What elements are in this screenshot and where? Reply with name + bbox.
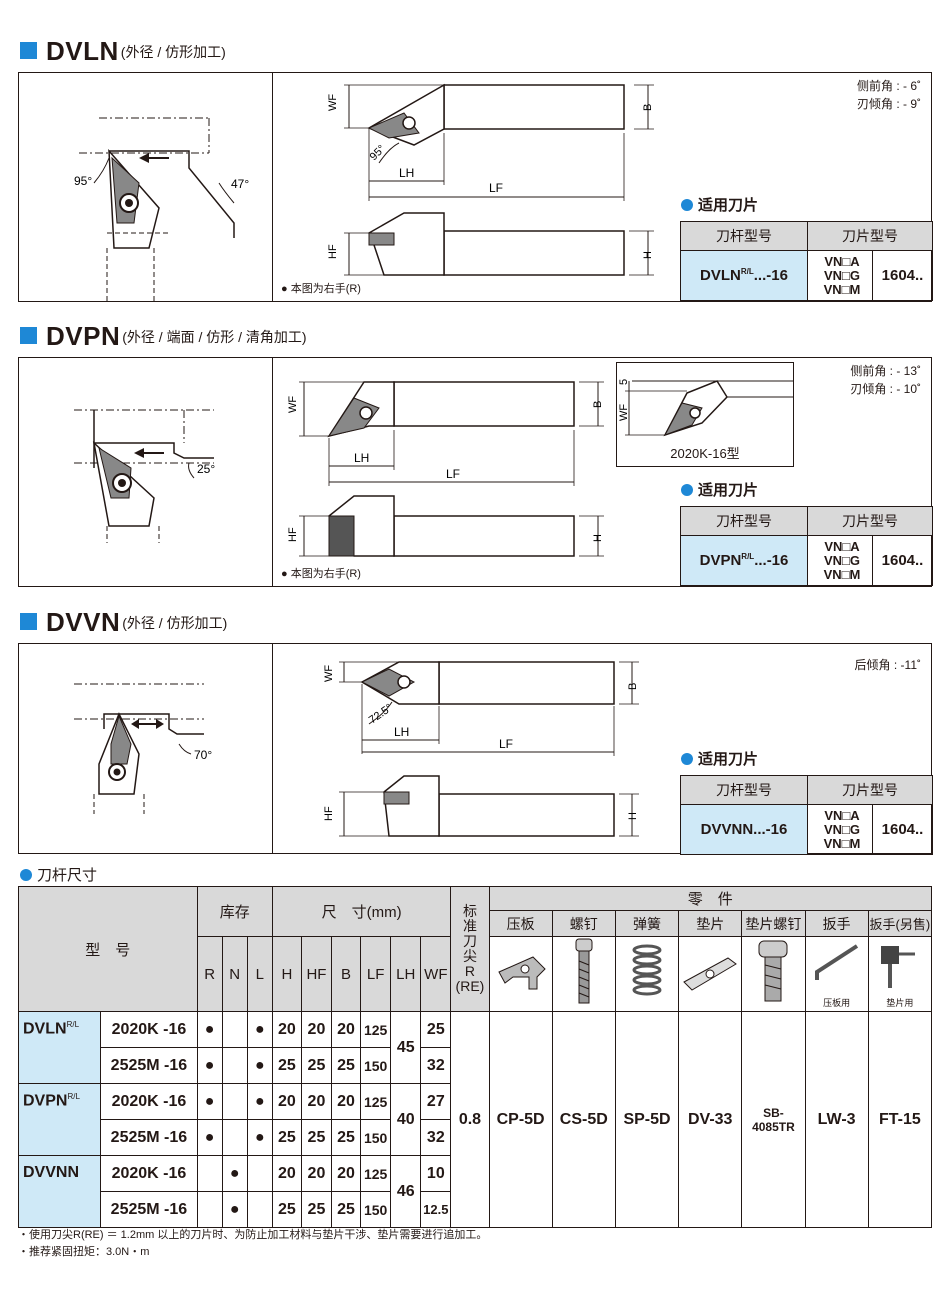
footnote-1: ・使用刀尖R(RE) ＝ 1.2mm 以上的刀片时、为防止加工材料与垫片干涉、垫… [18, 1229, 488, 1241]
holder-name: DVLNR/L...-16 [680, 250, 808, 301]
blue-square-icon [20, 327, 37, 344]
dvln-machining-diagram: 95° 47° [74, 117, 249, 301]
svg-text:B: B [592, 401, 604, 408]
svg-text:LH: LH [394, 725, 409, 739]
blue-dot-icon [681, 198, 693, 211]
dvln-panel: 95° 47° WF B 95° LH LF HF [18, 72, 933, 302]
svg-text:LH: LH [354, 451, 369, 465]
svg-text:H: H [592, 534, 604, 542]
table-row: DVPNR/L 2020K -16 ● ● 20 20 20 125 40 27 [17, 1083, 932, 1156]
svg-text:HF: HF [287, 527, 299, 542]
blue-square-icon [20, 613, 37, 630]
table-row: 2525M -16 ● ● 25 25 25 150 32 [19, 1047, 932, 1084]
angle-note: 侧前角 : - 13˚ 刃倾角 : - 10˚ [850, 364, 921, 396]
svg-text:5: 5 [618, 379, 630, 385]
table-row: DVVNN 2020K -16 ● 20 20 20 125 46 10 [17, 1155, 932, 1228]
section-title-dvln: DVLN (外径 / 仿形加工) [20, 38, 226, 64]
dvpn-panel: 25° WF B LH LF HF H [18, 357, 933, 587]
screw-icon [551, 936, 616, 1012]
dvln-dimension-drawing: WF B 95° LH LF HF H [327, 83, 654, 276]
holder-name: DVPNR/L...-16 [680, 535, 808, 586]
svg-text:H: H [627, 812, 639, 820]
angle-95-label: 95° [74, 174, 92, 188]
svg-text:25°: 25° [197, 462, 215, 476]
svg-text:B: B [642, 104, 654, 111]
shim-icon [678, 936, 743, 1012]
table-title: 刀杆尺寸 [20, 864, 97, 885]
svg-text:H: H [642, 251, 654, 259]
right-hand-note: ● 本图为右手(R) [281, 568, 361, 580]
svg-text:WF: WF [287, 396, 299, 413]
dvpn-dimension-drawing: WF B LH LF HF H [287, 381, 604, 557]
holder-name: DVVNN...-16 [680, 804, 808, 855]
footnote-2: ・推荐紧固扭矩：3.0N・m [18, 1246, 150, 1258]
blue-dot-icon [20, 868, 32, 881]
clamp-icon [488, 936, 553, 1012]
blue-square-icon [20, 42, 37, 59]
svg-text:WF: WF [327, 94, 339, 111]
angle-47-label: 47° [231, 177, 249, 191]
svg-text:LH: LH [399, 166, 414, 180]
svg-text:HF: HF [323, 806, 335, 821]
shim-screw-icon [741, 936, 806, 1012]
table-row: 2525M -16 ● 25 25 25 150 12.5 [19, 1191, 932, 1228]
section-title-dvpn: DVPN (外径 / 端面 / 仿形 / 清角加工) [20, 323, 307, 349]
table-row: 2525M -16 ● ● 25 25 25 150 32 [19, 1119, 932, 1156]
angle-note: 后倾角 : -11˚ [854, 658, 921, 672]
wrench-icon: 压板用 [804, 936, 869, 1012]
blue-dot-icon [681, 483, 693, 496]
dvvn-panel: 70° WF B 72.5° LH LF HF H 后倾角 : [18, 643, 933, 855]
dvpn-machining-diagram: 25° [74, 409, 215, 543]
angle-note: 侧前角 : - 6˚ 刃倾角 : - 9˚ [856, 79, 921, 111]
dvvn-machining-diagram: 70° [74, 683, 212, 814]
spring-icon [614, 936, 680, 1012]
svg-text:72.5°: 72.5° [367, 702, 395, 727]
svg-text:B: B [627, 683, 639, 690]
svg-text:LF: LF [489, 181, 503, 195]
table-row: DVLNR/L 2020K -16 ● ● 20 20 20 125 45 25… [17, 1011, 933, 1228]
svg-text:WF: WF [618, 404, 630, 421]
right-hand-note: ● 本图为右手(R) [281, 283, 361, 295]
torx-wrench-icon: 垫片用 [867, 936, 933, 1012]
svg-text:95°: 95° [368, 143, 388, 163]
svg-text:LF: LF [446, 467, 460, 481]
dvvn-dimension-drawing: WF B 72.5° LH LF HF H [323, 661, 639, 837]
svg-text:70°: 70° [194, 748, 212, 762]
insert-title: 适用刀片 [681, 748, 758, 769]
inset-2020k: 5 WF 2020K-16型 [616, 362, 794, 467]
svg-text:WF: WF [323, 665, 335, 682]
section-title-dvvn: DVVN (外径 / 仿形加工) [20, 609, 227, 635]
svg-text:LF: LF [499, 737, 513, 751]
insert-title: 适用刀片 [681, 479, 758, 500]
svg-text:HF: HF [327, 244, 339, 259]
insert-title: 适用刀片 [681, 194, 758, 215]
blue-dot-icon [681, 752, 693, 765]
